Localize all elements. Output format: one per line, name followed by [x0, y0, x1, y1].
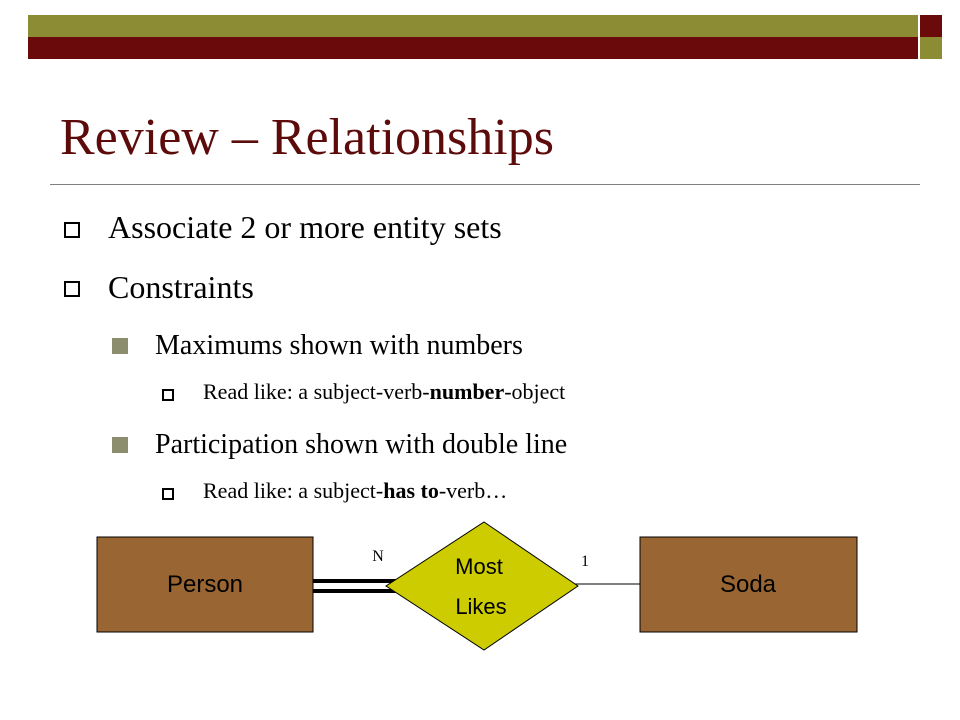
text-part: … — [485, 478, 508, 503]
bullet-participation: Participation shown with double line — [155, 429, 568, 460]
entity-person-label: Person — [167, 571, 243, 598]
maroon-square — [920, 15, 942, 37]
olive-band — [28, 15, 918, 37]
bold-text: has to — [383, 478, 439, 503]
text-part: Read like: a subject- — [203, 478, 384, 503]
bar-separator — [918, 15, 920, 59]
hollow-square-bullet-icon — [162, 389, 174, 401]
relationship-label-line2: Likes — [455, 594, 506, 619]
hollow-square-bullet-icon — [162, 488, 174, 500]
olive-square — [920, 37, 942, 59]
hollow-square-bullet-icon — [64, 281, 80, 297]
bullet-constraints: Constraints — [108, 269, 254, 305]
entity-person — [96, 536, 314, 633]
relationship-diamond — [385, 521, 579, 651]
cardinality-left: N — [372, 548, 384, 565]
text-part: -verb — [438, 478, 486, 503]
filled-square-bullet-icon — [112, 338, 128, 354]
title-divider — [50, 184, 920, 185]
relationship-label-line1: Most — [455, 554, 503, 579]
slide-title: Review – Relationships — [60, 109, 554, 166]
maroon-band — [28, 37, 918, 59]
bullet-associate: Associate 2 or more entity sets — [108, 209, 502, 245]
bullet-maximums: Maximums shown with numbers — [155, 330, 523, 361]
entity-soda-label: Soda — [720, 571, 777, 598]
text-part: -object — [504, 379, 566, 404]
bullet-read-number: Read like: a subject-verb-number-object — [203, 379, 565, 405]
filled-square-bullet-icon — [112, 437, 128, 453]
hollow-square-bullet-icon — [64, 222, 80, 238]
text-part: Read like: a subject-verb- — [203, 379, 430, 404]
top-decorative-bar — [0, 0, 960, 60]
entity-soda — [639, 536, 858, 633]
cardinality-right: 1 — [581, 553, 589, 570]
bold-text: number — [429, 379, 505, 404]
bullet-read-has-to: Read like: a subject-has to-verb… — [203, 478, 507, 504]
